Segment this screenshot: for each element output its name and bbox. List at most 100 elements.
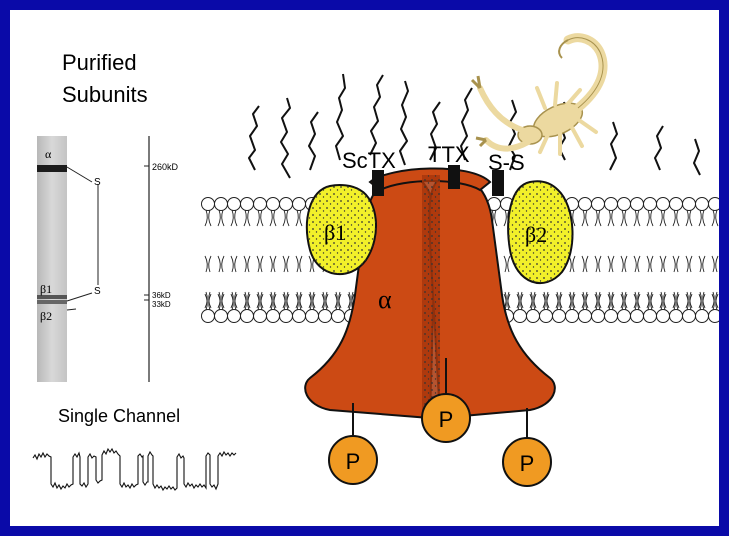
lipid-head — [709, 198, 720, 211]
lipid-tail — [309, 292, 315, 308]
lipid-head — [267, 198, 280, 211]
lipid-tail — [296, 292, 302, 308]
lipid-tail — [712, 294, 718, 310]
phospho-label-left: P — [346, 449, 361, 474]
lipid-tail — [621, 292, 627, 308]
lipid-tail — [673, 294, 679, 310]
lipid-tail — [309, 294, 315, 310]
mw-ruler — [144, 136, 149, 382]
phospho-label-right: P — [520, 451, 535, 476]
lipid-head — [709, 310, 720, 323]
lipid-tail — [257, 294, 263, 310]
lipid-tail — [660, 292, 666, 308]
lipid-tail — [634, 210, 640, 226]
lipid-tail — [673, 210, 679, 226]
lipid-tail — [283, 256, 289, 272]
lipid-head — [683, 198, 696, 211]
lipid-tail — [244, 294, 250, 310]
lipid-tail — [660, 210, 666, 226]
lipid-head — [241, 198, 254, 211]
lipid-head — [579, 198, 592, 211]
lipid-head — [644, 310, 657, 323]
lipid-tail — [660, 256, 666, 272]
lipid-head — [566, 310, 579, 323]
lipid-tail — [296, 210, 302, 226]
lipid-head — [605, 198, 618, 211]
lipid-tail — [699, 292, 705, 308]
lipid-head — [657, 198, 670, 211]
lipid-tail — [621, 210, 627, 226]
gel-band-alpha — [37, 165, 67, 172]
lipid-tail — [283, 292, 289, 308]
lipid-tail — [283, 210, 289, 226]
lipid-head — [228, 310, 241, 323]
lipid-tail — [621, 294, 627, 310]
lipid-tail — [699, 256, 705, 272]
lipid-head — [215, 310, 228, 323]
lipid-tail — [686, 294, 692, 310]
lipid-tail — [595, 292, 601, 308]
lipid-head — [332, 310, 345, 323]
gel-link-beta — [67, 293, 92, 301]
lipid-tail — [244, 210, 250, 226]
lipid-tail — [686, 292, 692, 308]
lipid-tail — [218, 256, 224, 272]
lipid-tail — [257, 292, 263, 308]
lipid-tail — [686, 256, 692, 272]
gel-label-beta2: β2 — [40, 309, 52, 323]
lipid-tail — [231, 210, 237, 226]
lipid-head — [280, 198, 293, 211]
lipid-tail — [335, 294, 341, 310]
lipid-head — [280, 310, 293, 323]
lipid-head — [267, 310, 280, 323]
lipid-tail — [712, 292, 718, 308]
lipid-tail — [634, 256, 640, 272]
lipid-tail — [647, 256, 653, 272]
lipid-tail — [608, 292, 614, 308]
lipid-tail — [595, 210, 601, 226]
mw-36: 36kD — [152, 291, 171, 300]
lipid-tail — [322, 294, 328, 310]
lipid-tail — [621, 256, 627, 272]
lipid-tail — [543, 292, 549, 308]
lipid-tail — [205, 256, 211, 272]
lipid-head — [670, 310, 683, 323]
lipid-tail — [270, 210, 276, 226]
lipid-tail — [296, 294, 302, 310]
lipid-tail — [517, 292, 523, 308]
gel-s-top: S — [94, 177, 101, 188]
lipid-tail — [283, 294, 289, 310]
lipid-tail — [257, 256, 263, 272]
sctx-label: ScTX — [342, 148, 396, 173]
lipid-tail — [699, 210, 705, 226]
lipid-tail — [582, 210, 588, 226]
lipid-tail — [205, 294, 211, 310]
lipid-tail — [569, 292, 575, 308]
lipid-tail — [582, 292, 588, 308]
lipid-head — [306, 310, 319, 323]
lipid-tail — [205, 292, 211, 308]
mw-33: 33kD — [152, 300, 171, 309]
lipid-tail — [647, 210, 653, 226]
lipid-head — [527, 310, 540, 323]
lipid-head — [228, 198, 241, 211]
lipid-tail — [296, 256, 302, 272]
lipid-head — [202, 198, 215, 211]
slide-frame: Purified Subunits Single Channel α β1 β2 — [10, 10, 719, 526]
lipid-head — [579, 310, 592, 323]
lipid-head — [293, 310, 306, 323]
diagram-canvas: α β1 β2 S S 260kD 36kD 33kD — [10, 10, 719, 526]
glycosylation-chains — [249, 74, 700, 178]
lipid-tail — [270, 294, 276, 310]
lipid-head — [618, 310, 631, 323]
single-channel-trace — [33, 449, 236, 490]
lipid-tail — [686, 210, 692, 226]
sctx-site — [372, 170, 384, 196]
lipid-tail — [712, 256, 718, 272]
lipid-tail — [569, 294, 575, 310]
lipid-head — [592, 198, 605, 211]
lipid-tail — [634, 294, 640, 310]
lipid-tail — [335, 292, 341, 308]
lipid-tail — [543, 294, 549, 310]
lipid-tail — [608, 294, 614, 310]
